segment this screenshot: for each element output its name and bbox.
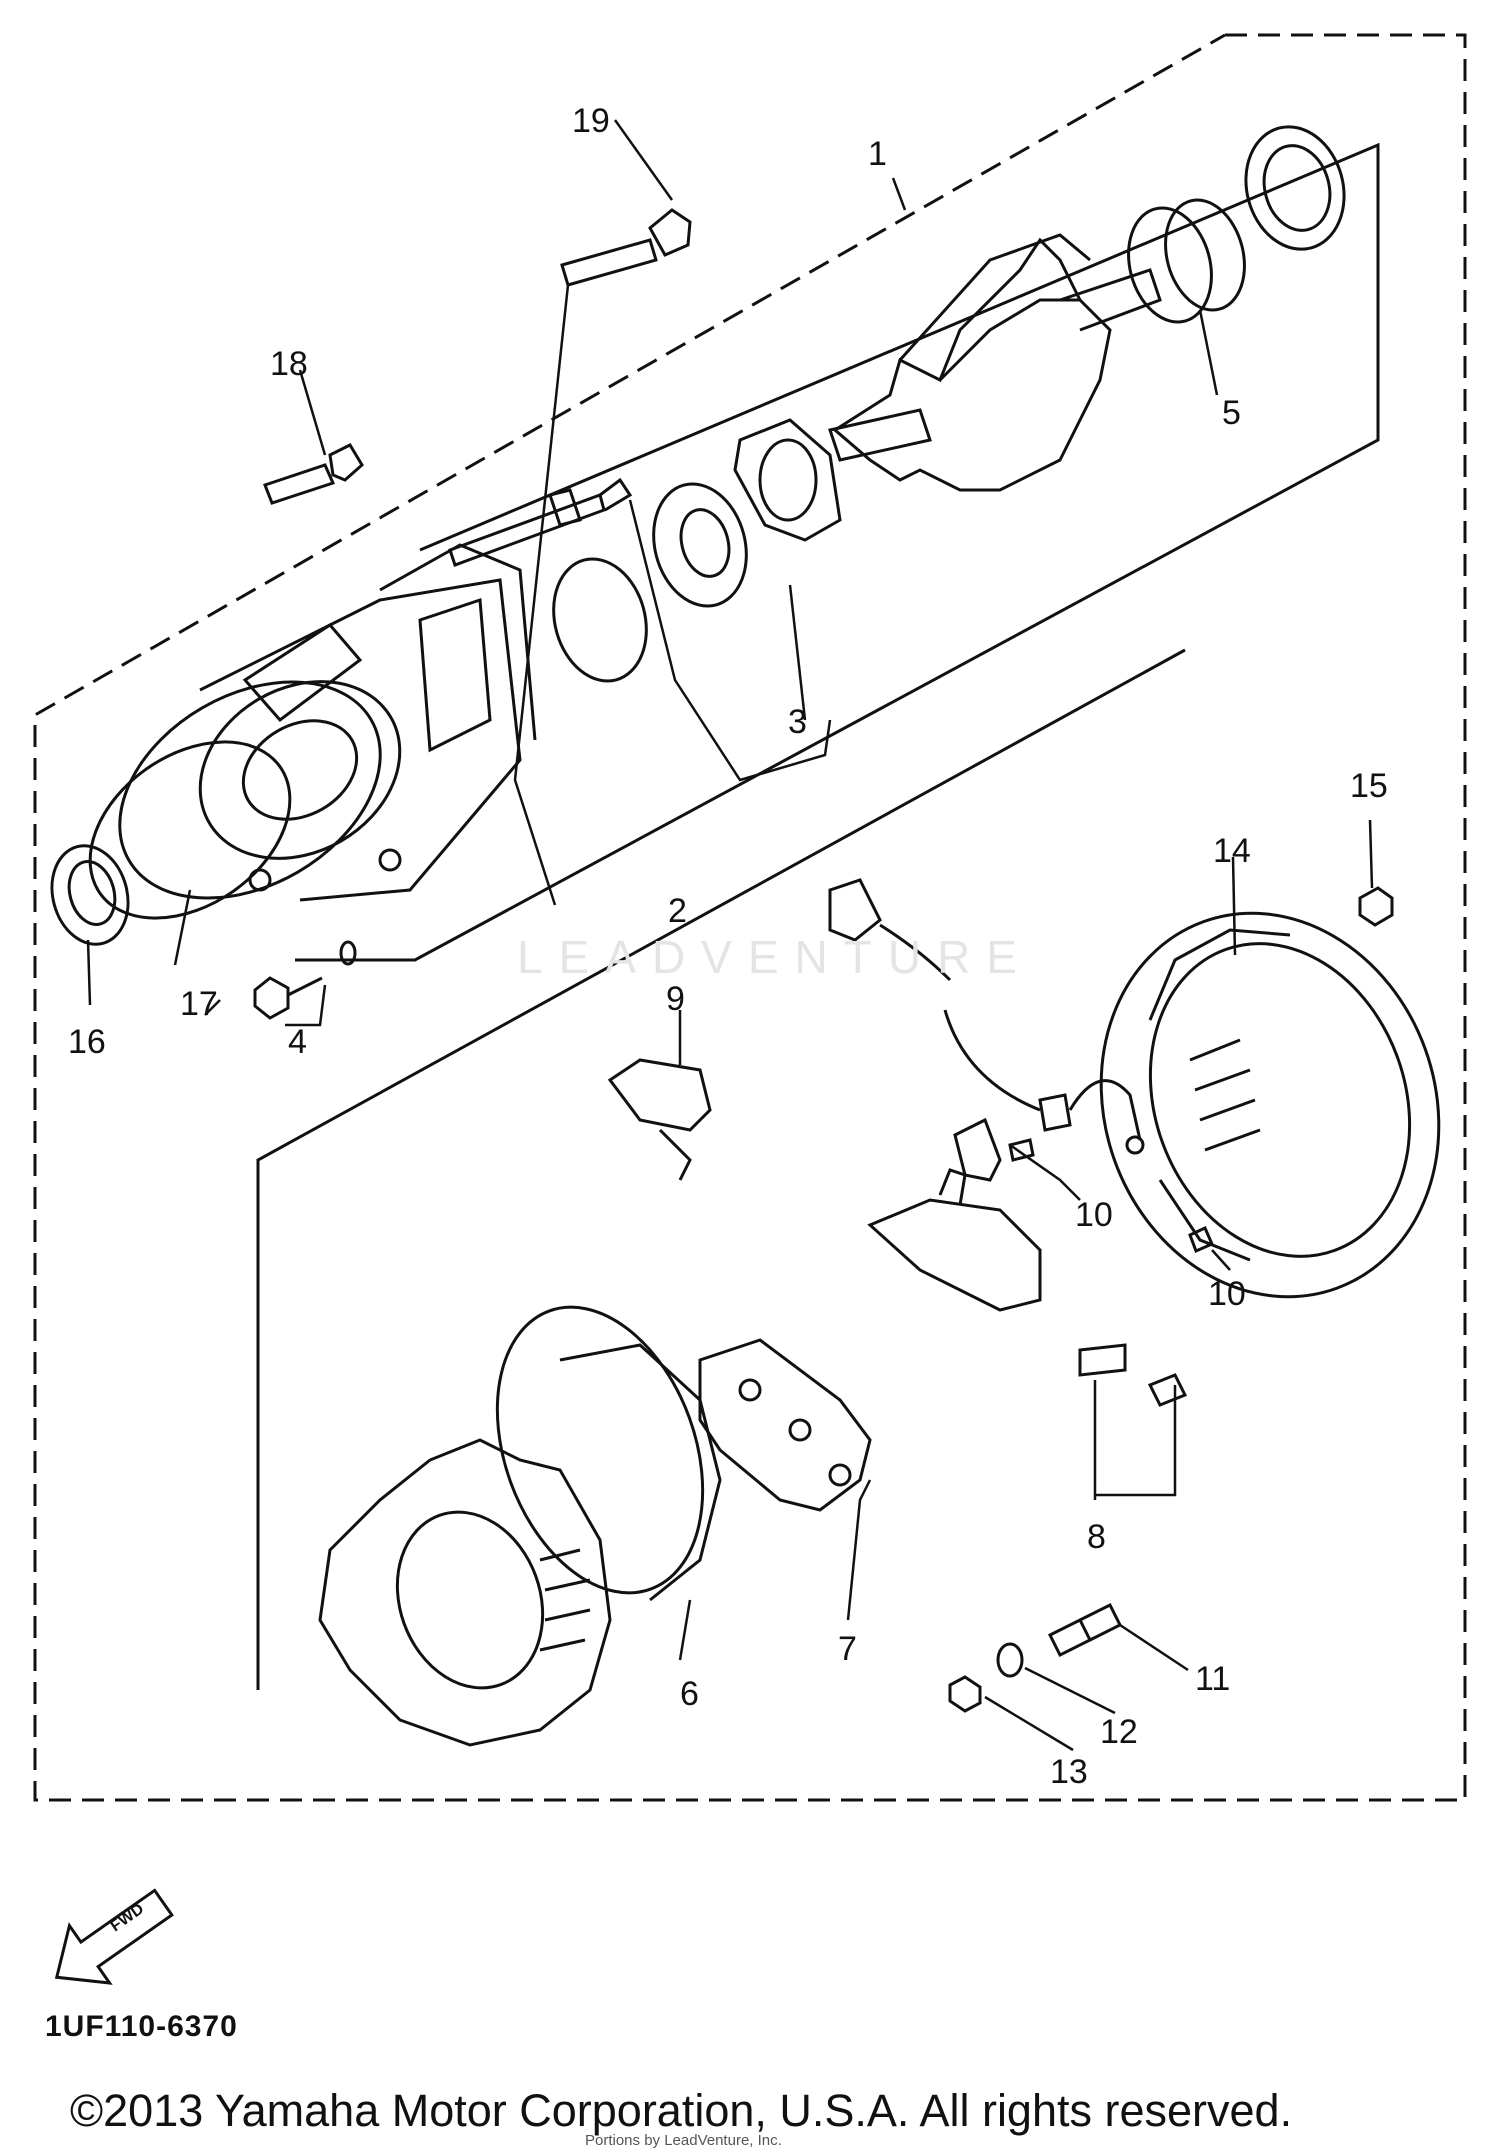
diagram-code: 1UF110-6370: [45, 2010, 238, 2043]
diode: [607, 1058, 712, 1181]
callout-11: 11: [1195, 1660, 1230, 1698]
callout-18: 18: [270, 345, 308, 383]
screw-10-b: [1188, 1225, 1214, 1254]
rear-housing: [318, 1438, 612, 1747]
rear-cover: [1099, 911, 1441, 1299]
callout-16: 16: [68, 1023, 106, 1061]
fwd-arrow-icon: [54, 1888, 174, 1985]
callout-12: 12: [1100, 1713, 1138, 1751]
front-housing: [118, 543, 537, 902]
callout-2: 2: [668, 892, 687, 930]
small-bracket: [953, 1117, 1002, 1182]
o-ring: [88, 740, 292, 920]
rear-seal: [1244, 125, 1346, 251]
callout-5: 5: [1222, 394, 1241, 432]
nut-15: [1358, 886, 1394, 927]
callout-4: 4: [288, 1023, 307, 1061]
callout-10a: 10: [1075, 1196, 1113, 1234]
watermark: LEADVENTURE: [517, 931, 1033, 983]
callout-13: 13: [1050, 1753, 1088, 1791]
assembly-outline: [33, 33, 1467, 1802]
callout-9: 9: [666, 980, 685, 1018]
through-bolt: [448, 477, 633, 567]
callout-19: 19: [572, 102, 610, 140]
upper-bracket-line: [295, 142, 1380, 962]
stator-bracket-line: [256, 648, 1186, 1690]
rectifier: [698, 1338, 872, 1512]
bolt-18: [263, 443, 364, 505]
bearing: [652, 482, 748, 608]
regulator-bracket: [867, 1168, 1042, 1312]
copyright-notice: ©2013 Yamaha Motor Corporation, U.S.A. A…: [70, 2085, 1293, 2136]
stator: [495, 1305, 722, 1602]
callout-14: 14: [1213, 832, 1251, 870]
bearing-retainer-plate: [733, 418, 842, 542]
callout-15: 15: [1350, 767, 1388, 805]
screw-11: [1047, 1602, 1123, 1658]
oil-seal: [50, 844, 130, 946]
fwd-arrow-label: FWD: [108, 1900, 148, 1935]
brush-holder: [1078, 1343, 1188, 1407]
wire-harness: [828, 878, 1145, 1155]
collar: [552, 557, 648, 683]
nut-13: [948, 1675, 982, 1713]
callout-3: 3: [788, 703, 807, 741]
leader-lines: [86, 119, 1374, 1752]
rotor-assembly: [828, 233, 1162, 492]
slip-ring: [1127, 198, 1246, 324]
callout-8: 8: [1087, 1518, 1106, 1556]
callout-7: 7: [838, 1630, 857, 1668]
washer-12: [996, 1642, 1024, 1678]
callout-10b: 10: [1208, 1275, 1246, 1313]
callout-6: 6: [680, 1675, 699, 1713]
watermark-small-text: Portions by LeadVenture, Inc.: [585, 2132, 782, 2149]
callout-17: 17: [180, 985, 218, 1023]
screw-10-a: [1008, 1138, 1035, 1162]
bolt-4: [253, 940, 357, 1020]
bolt-19: [560, 208, 692, 287]
callout-1: 1: [868, 135, 887, 173]
